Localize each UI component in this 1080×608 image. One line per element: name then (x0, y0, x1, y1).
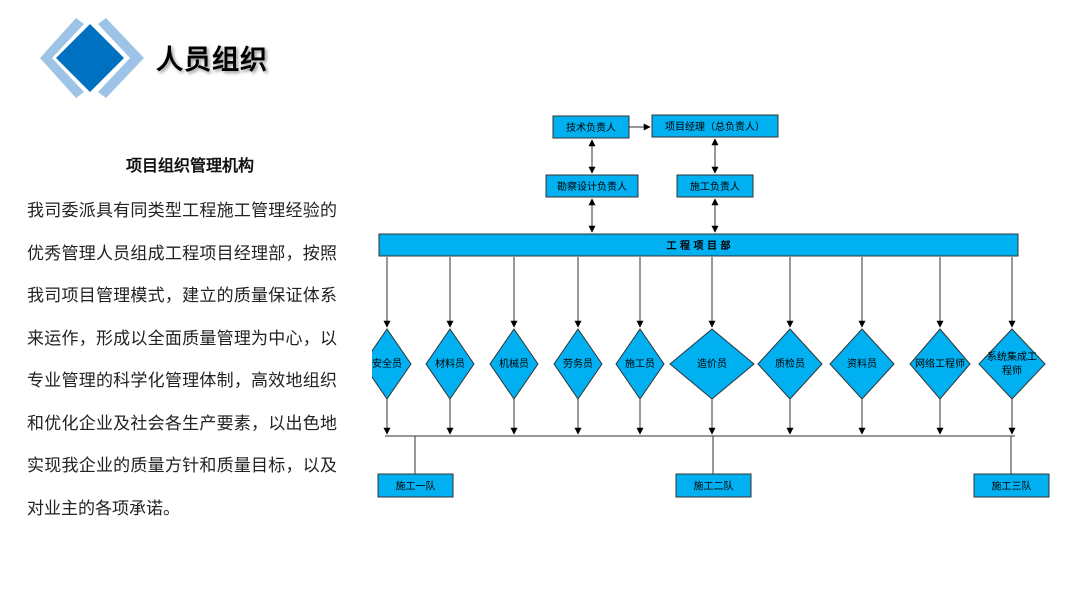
box-team-label: 施工一队 (396, 480, 436, 493)
role-label: 机械员 (499, 357, 529, 370)
box-survey-lead-label: 勘察设计负责人 (557, 180, 627, 193)
box-team-label: 施工二队 (694, 480, 734, 493)
role-label: 资料员 (847, 357, 877, 370)
role-diamond (757, 328, 823, 400)
role-diamond (489, 328, 539, 400)
role-label: 造价员 (697, 357, 727, 370)
box-construction-lead (676, 174, 754, 198)
role-label: 施工员 (625, 357, 655, 370)
role-label: 材料员 (435, 357, 465, 370)
section-subtitle: 项目组织管理机构 (125, 156, 254, 175)
box-team (675, 473, 752, 498)
role-diamond (829, 328, 895, 400)
box-survey-lead (545, 174, 639, 198)
box-project-manager (651, 114, 779, 138)
role-diamond (978, 328, 1046, 400)
box-team (973, 473, 1050, 498)
box-team (377, 473, 454, 498)
box-project-dept (378, 233, 1019, 257)
role-label: 劳务员 (563, 357, 593, 370)
box-project-manager-label: 项目经理（总负责人） (665, 120, 765, 133)
box-tech-lead-label: 技术负责人 (566, 121, 616, 134)
box-tech-lead (552, 115, 630, 139)
role-diamond (615, 328, 665, 400)
role-label: 安全员 (372, 357, 402, 370)
box-construction-lead-label: 施工负责人 (690, 180, 740, 193)
role-label: 系统集成工 (987, 350, 1037, 363)
role-diamond (909, 328, 971, 400)
box-team-label: 施工三队 (992, 480, 1032, 493)
role-label: 质检员 (775, 357, 805, 370)
role-label-cont: 程师 (1002, 364, 1022, 377)
clip-mask (340, 320, 372, 410)
role-diamond (553, 328, 603, 400)
role-diamond (669, 328, 755, 400)
logo-icon (40, 18, 144, 98)
role-diamond (425, 328, 475, 400)
box-project-dept-label: 工 程 项 目 部 (667, 239, 731, 252)
page-title: 人员组织 (156, 45, 268, 76)
role-label: 网络工程师 (915, 357, 965, 370)
description-paragraph: 我司委派具有同类型工程施工管理经验的优秀管理人员组成工程项目经理部，按照我司项目… (27, 201, 337, 519)
